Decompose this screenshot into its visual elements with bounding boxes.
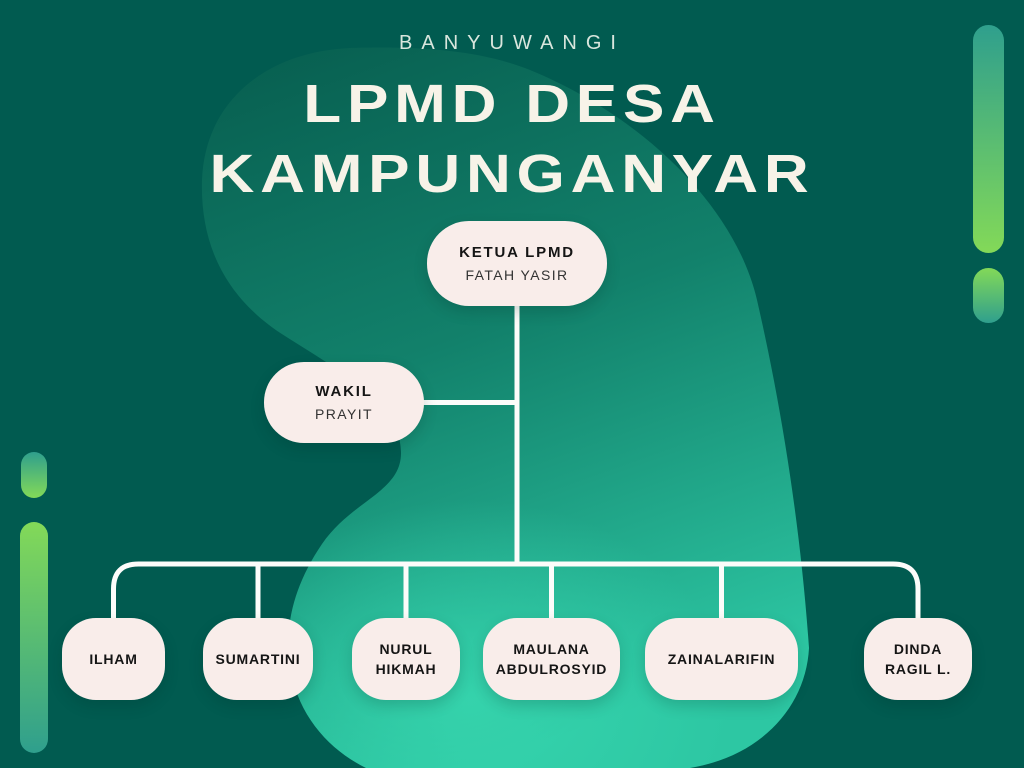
- member-name: NURUL HIKMAH: [375, 640, 437, 677]
- pill-right-long: [973, 25, 1004, 253]
- org-node-wakil: WAKIL PRAYIT: [264, 362, 424, 443]
- member-name: SUMARTINI: [215, 650, 301, 667]
- org-node-member-nurul-hikmah: NURUL HIKMAH: [352, 618, 460, 700]
- ketua-person-name: FATAH YASIR: [465, 267, 569, 283]
- poster-title: LPMD DESA KAMPUNGANYAR: [0, 69, 1024, 209]
- region-label: BANYUWANGI: [399, 32, 625, 54]
- org-node-member-dinda-ragil: DINDA RAGIL L.: [864, 618, 972, 700]
- blob-glow-highlight: [210, 500, 730, 768]
- org-node-member-zainalarifin: ZAINALARIFIN: [645, 618, 798, 700]
- org-node-member-ilham: ILHAM: [62, 618, 165, 700]
- member-name: DINDA RAGIL L.: [884, 640, 952, 677]
- org-node-ketua: KETUA LPMD FATAH YASIR: [427, 221, 607, 306]
- member-name: ZAINALARIFIN: [667, 650, 776, 667]
- member-name: ILHAM: [89, 650, 138, 667]
- pill-left-long: [20, 522, 48, 753]
- header: BANYUWANGI LPMD DESA KAMPUNGANYAR: [0, 0, 1024, 209]
- wakil-role-label: WAKIL: [315, 383, 373, 400]
- ketua-role-label: KETUA LPMD: [459, 244, 575, 261]
- org-node-member-sumartini: SUMARTINI: [203, 618, 313, 700]
- member-name: MAULANA ABDULROSYID: [495, 640, 608, 677]
- poster-title-line2: KAMPUNGANYAR: [209, 144, 815, 204]
- poster-title-line1: LPMD DESA: [303, 74, 721, 134]
- wakil-person-name: PRAYIT: [315, 406, 373, 422]
- pill-left-short: [21, 452, 47, 498]
- connector-members-rail: [111, 561, 921, 622]
- pill-right-short: [973, 268, 1004, 323]
- org-node-member-maulana-abdulrosyid: MAULANA ABDULROSYID: [483, 618, 620, 700]
